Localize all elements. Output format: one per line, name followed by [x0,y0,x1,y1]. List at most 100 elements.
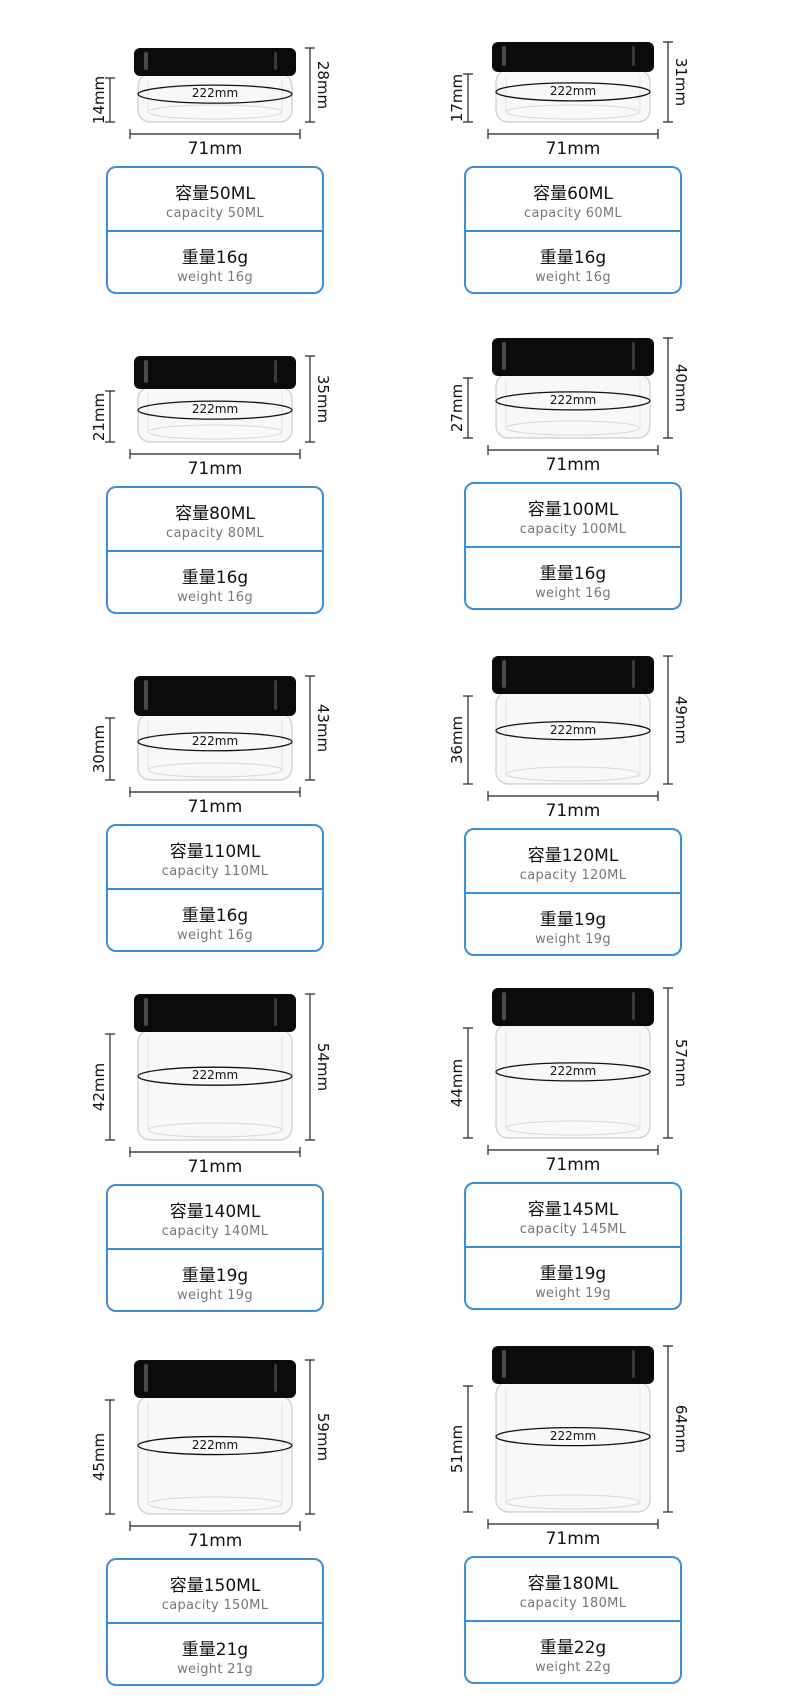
weight-en: weight 16g [535,270,611,285]
total-height-label: 64mm [672,1404,690,1454]
capacity-cn: 容量110ML [169,842,261,862]
body-height-label: 44mm [448,1058,466,1108]
weight-cn: 重量16g [181,568,249,588]
capacity-en: capacity 60ML [524,206,622,221]
jar-illustration [463,41,673,139]
weight-en: weight 21g [177,1662,253,1677]
circumference-label: 222mm [549,1428,597,1443]
circumference-label: 222mm [549,83,597,98]
jar-illustration [105,355,315,459]
weight-en: weight 16g [177,590,253,605]
width-label: 71mm [187,1157,243,1177]
jar-illustration [105,1359,315,1531]
capacity-section: 容量145ML capacity 145ML [466,1184,680,1248]
circumference-ellipse [495,1426,651,1447]
body-height-label: 14mm [90,75,108,125]
capacity-cn: 容量145ML [527,1200,619,1220]
total-height-label: 43mm [314,703,332,753]
total-height-label: 59mm [314,1412,332,1462]
capacity-cn: 容量150ML [169,1576,261,1596]
capacity-en: capacity 110ML [161,864,269,879]
jar-lid [134,676,296,716]
jar-lid [492,42,654,72]
capacity-en: capacity 145ML [519,1222,627,1237]
circumference-label: 222mm [549,1063,597,1078]
jar-lid [492,1346,654,1384]
circumference-label: 222mm [549,722,597,737]
capacity-cn: 容量140ML [169,1202,261,1222]
circumference-label: 222mm [549,392,597,407]
circumference-ellipse [137,84,293,104]
capacity-cn: 容量180ML [527,1574,619,1594]
jar-illustration [463,337,673,455]
weight-cn: 重量16g [539,248,607,268]
weight-section: 重量19g weight 19g [466,1248,680,1310]
jar-illustration [463,987,673,1155]
jar-lid [492,988,654,1026]
spec-card: 容量145ML capacity 145ML 重量19g weight 19g [464,1182,682,1310]
total-height-label: 31mm [672,57,690,107]
body-height-label: 30mm [90,724,108,774]
jar-lid [492,656,654,694]
capacity-en: capacity 140ML [161,1224,269,1239]
capacity-cn: 容量100ML [527,500,619,520]
jar-illustration [463,655,673,801]
jar-illustration [105,47,315,139]
weight-cn: 重量19g [539,1264,607,1284]
circumference-ellipse [495,391,651,411]
body-height-label: 45mm [90,1432,108,1482]
body-height-label: 51mm [448,1424,466,1474]
jar-lid [134,994,296,1032]
circumference-ellipse [137,1435,293,1456]
total-height-label: 40mm [672,363,690,413]
capacity-cn: 容量50ML [175,184,255,204]
weight-en: weight 19g [535,1286,611,1301]
capacity-section: 容量140ML capacity 140ML [108,1186,322,1250]
weight-cn: 重量21g [181,1640,249,1660]
jar-lid [492,338,654,376]
capacity-cn: 容量60ML [533,184,613,204]
jar-diagram: 222mm 51mm 64mm 71mm [448,1345,790,1552]
capacity-en: capacity 120ML [519,868,627,883]
total-height-label: 28mm [314,60,332,110]
total-height-label: 54mm [314,1042,332,1092]
total-height-label: 49mm [672,695,690,745]
width-label: 71mm [545,455,601,475]
circumference-label: 222mm [191,733,239,748]
capacity-cn: 容量120ML [527,846,619,866]
width-label: 71mm [545,1529,601,1549]
capacity-cn: 容量80ML [175,504,255,524]
weight-en: weight 16g [177,270,253,285]
jar-body [495,1381,651,1513]
weight-cn: 重量16g [181,248,249,268]
body-height-label: 21mm [90,392,108,441]
weight-section: 重量21g weight 21g [108,1624,322,1686]
width-label: 71mm [545,139,601,159]
body-height-label: 42mm [90,1062,108,1112]
circumference-ellipse [495,1062,651,1082]
circumference-label: 222mm [191,1437,239,1452]
jar-lid [134,48,296,76]
jar-lid [134,1360,296,1398]
